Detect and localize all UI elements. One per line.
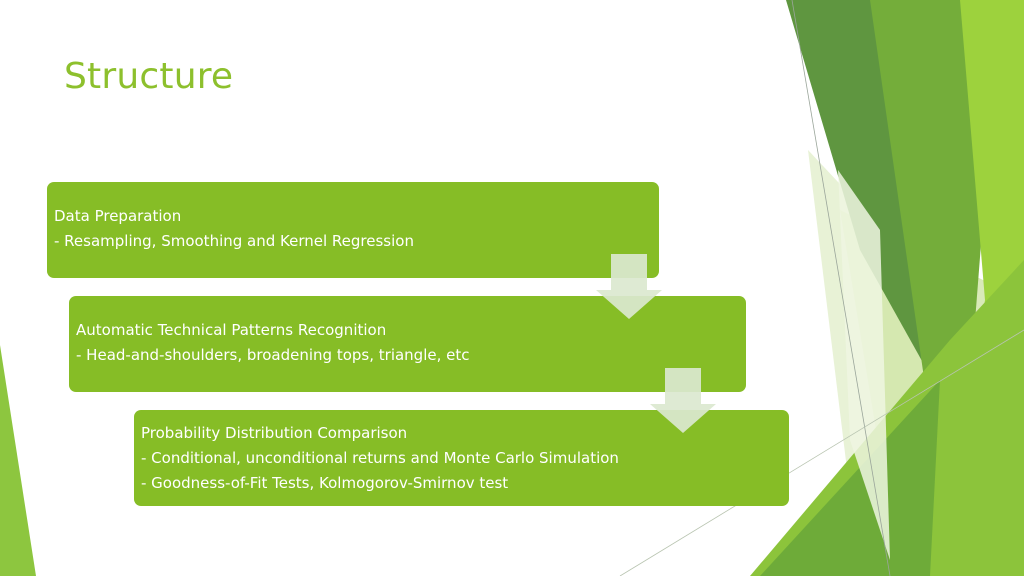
deco-left-sliver	[0, 345, 36, 576]
down-arrow-icon	[650, 368, 716, 433]
deco-lower-facet	[750, 260, 1024, 576]
step-box-data-preparation: Data Preparation - Resampling, Smoothing…	[47, 182, 659, 278]
deco-pale-sliver	[838, 170, 890, 560]
deco-thin-line-1	[791, 0, 891, 576]
step-heading: Data Preparation	[54, 207, 182, 225]
step-detail: - Conditional, unconditional returns and…	[141, 449, 619, 467]
step-detail: - Resampling, Smoothing and Kernel Regre…	[54, 232, 414, 250]
deco-thin-line-2	[619, 329, 1024, 576]
slide-title: Structure	[64, 56, 234, 97]
down-arrow-icon	[596, 254, 662, 319]
step-box-distribution-comparison: Probability Distribution Comparison - Co…	[134, 410, 789, 506]
deco-lower-dark	[760, 380, 940, 576]
step-detail: - Head-and-shoulders, broadening tops, t…	[76, 346, 470, 364]
step-heading: Automatic Technical Patterns Recognition	[76, 321, 387, 339]
step-heading: Probability Distribution Comparison	[141, 424, 408, 442]
step-detail: - Goodness-of-Fit Tests, Kolmogorov-Smir…	[141, 474, 509, 492]
